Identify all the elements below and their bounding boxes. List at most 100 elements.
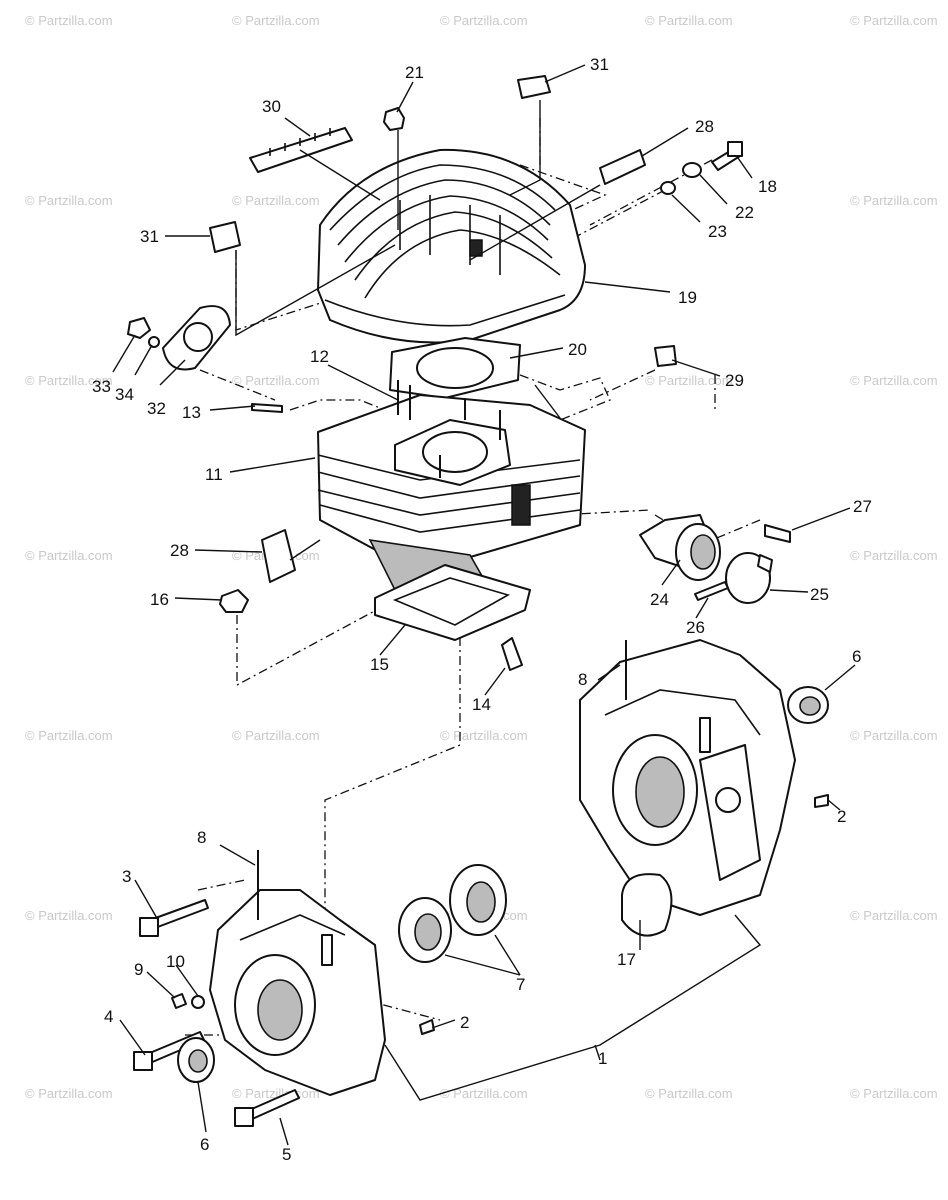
callout-22: 22	[735, 203, 754, 222]
callout-5: 5	[282, 1145, 291, 1164]
intake-screw	[764, 524, 791, 543]
callout-2: 2	[837, 807, 846, 826]
watermark-text: © Partzilla.com	[440, 728, 528, 743]
head-fin	[344, 195, 549, 263]
dowel-pin	[419, 1019, 435, 1035]
leader-line	[197, 1081, 207, 1133]
watermark-text: © Partzilla.com	[232, 193, 320, 208]
cylinder-fin	[317, 454, 581, 481]
main-bearings	[398, 864, 507, 963]
nut	[127, 317, 151, 339]
leader-line	[209, 405, 256, 411]
head-nut	[383, 107, 405, 131]
center-line	[199, 369, 276, 401]
base-gasket	[374, 564, 531, 641]
watermark-text: © Partzilla.com	[850, 373, 938, 388]
leader-line	[469, 184, 601, 261]
center-line	[289, 399, 386, 411]
callout-8: 8	[197, 828, 206, 847]
watermark-text: © Partzilla.com	[645, 1086, 733, 1101]
damper-bar-teeth	[269, 128, 331, 156]
callout-4: 4	[104, 1007, 113, 1026]
callout-11: 11	[205, 465, 223, 484]
cylinder-port-tab	[511, 484, 531, 526]
callout-27: 27	[853, 497, 872, 516]
callout-30: 30	[262, 97, 281, 116]
callout-34: 34	[115, 385, 134, 404]
crankcase-gasket	[621, 873, 673, 937]
leader-line	[174, 597, 223, 601]
exhaust-flange-hole	[183, 322, 213, 352]
bolt-head	[727, 141, 743, 157]
exhaust-stud	[251, 403, 283, 413]
leader-lines	[112, 64, 856, 1146]
main-bearing-race	[466, 881, 496, 923]
center-line	[324, 580, 461, 930]
watermark-text: © Partzilla.com	[232, 728, 320, 743]
head-fin	[324, 294, 566, 327]
crankcase-right-half	[579, 639, 829, 937]
crankcase-right-bearing-seat	[635, 756, 685, 828]
callout-21: 21	[405, 63, 424, 82]
leader-line	[284, 117, 311, 137]
leader-line	[379, 624, 406, 656]
upper-hardware	[127, 75, 743, 671]
watermark-text: © Partzilla.com	[850, 548, 938, 563]
head-fin	[337, 179, 551, 246]
leader-line	[146, 971, 176, 999]
callout-18: 18	[758, 177, 777, 196]
leader-line	[327, 364, 399, 401]
callout-28: 28	[170, 541, 189, 560]
leader-line	[509, 347, 564, 359]
callout-15: 15	[370, 655, 389, 674]
intake-boot-opening	[690, 534, 716, 570]
watermark-text: © Partzilla.com	[850, 728, 938, 743]
watermark-text: © Partzilla.com	[25, 728, 113, 743]
center-line	[197, 879, 246, 891]
callout-3: 3	[122, 867, 131, 886]
watermark-text: © Partzilla.com	[850, 1086, 938, 1101]
callout-32: 32	[147, 399, 166, 418]
callout-31: 31	[590, 55, 609, 74]
leader-line	[219, 844, 256, 866]
leader-line	[584, 281, 671, 293]
damper-block	[654, 345, 677, 367]
crankcase-edge	[604, 689, 761, 736]
leader-line	[671, 194, 701, 223]
callout-24: 24	[650, 590, 669, 609]
head-fin	[364, 229, 561, 299]
cylinder-head-body	[317, 148, 586, 344]
callout-23: 23	[708, 222, 727, 241]
callout-9: 9	[134, 960, 143, 979]
callout-31: 31	[140, 227, 159, 246]
leader-line	[289, 539, 321, 561]
stud	[321, 934, 333, 966]
leader-line	[444, 954, 521, 976]
base-gasket-plate	[374, 564, 531, 641]
base-gasket-bore	[392, 577, 511, 626]
crankcase-right-port	[715, 787, 741, 813]
oil-seal-center	[799, 696, 821, 716]
watermark-layer: © Partzilla.com © Partzilla.com © Partzi…	[25, 13, 938, 1101]
leader-line	[597, 664, 621, 681]
watermark-text: © Partzilla.com	[850, 193, 938, 208]
washer	[148, 336, 160, 348]
crankcase-bolt-head	[139, 917, 159, 937]
callout-1: 1	[598, 1049, 607, 1068]
callout-26: 26	[686, 618, 705, 637]
callout-16: 16	[150, 590, 169, 609]
leader-line	[159, 359, 186, 386]
watermark-text: © Partzilla.com	[25, 1086, 113, 1101]
callout-6: 6	[200, 1135, 209, 1154]
plug-screw	[171, 993, 187, 1009]
callout-14: 14	[472, 695, 491, 714]
intake-assembly	[639, 514, 791, 604]
center-line	[699, 519, 761, 546]
plug-washer	[191, 995, 205, 1009]
callout-2: 2	[460, 1013, 469, 1032]
leader-line	[229, 457, 316, 473]
callout-19: 19	[678, 288, 697, 307]
center-line	[236, 564, 461, 687]
callout-25: 25	[810, 585, 829, 604]
